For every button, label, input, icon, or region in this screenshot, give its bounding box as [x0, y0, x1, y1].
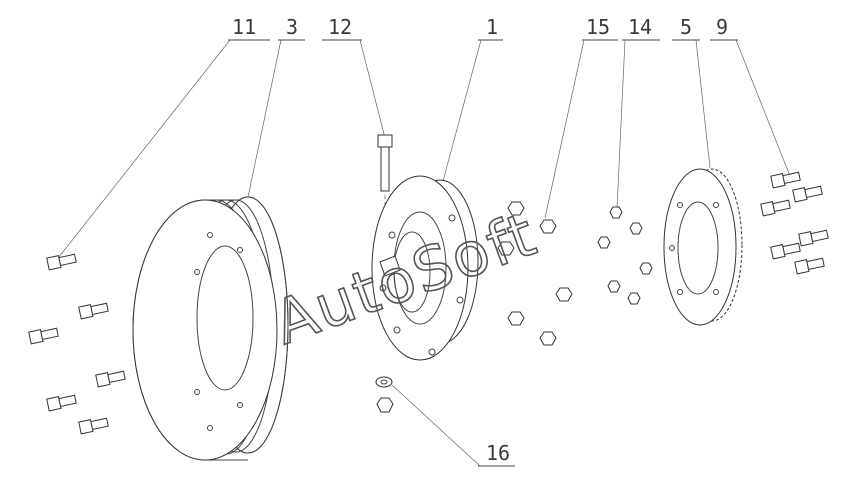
nuts-part-14 [597, 206, 653, 305]
callout-15: 15 [544, 15, 618, 219]
callout-11-label: 11 [232, 15, 256, 39]
bolts-part-11 [28, 253, 126, 435]
callout-5-label: 5 [680, 15, 692, 39]
callout-12-label: 12 [328, 15, 352, 39]
pulley-part-3 [132, 196, 289, 461]
callout-9-label: 9 [716, 15, 728, 39]
callout-14: 14 [616, 15, 660, 209]
bolts-part-9 [760, 171, 829, 275]
nuts-part-15 [497, 201, 573, 346]
callout-16-label: 16 [486, 441, 510, 465]
callout-1-label: 1 [486, 15, 498, 39]
callout-5: 5 [672, 15, 711, 169]
callout-14-label: 14 [628, 15, 652, 39]
callout-11: 11 [54, 15, 270, 263]
hub-part-1 [371, 175, 479, 361]
callout-12: 12 [322, 15, 386, 139]
bolt-part-12 [377, 134, 393, 235]
washer-nut-part-16 [375, 376, 394, 413]
gear-part-5 [663, 168, 743, 326]
callout-15-label: 15 [586, 15, 610, 39]
callout-9: 9 [710, 15, 791, 177]
callout-16: 16 [391, 384, 515, 467]
callout-3-label: 3 [286, 15, 298, 39]
